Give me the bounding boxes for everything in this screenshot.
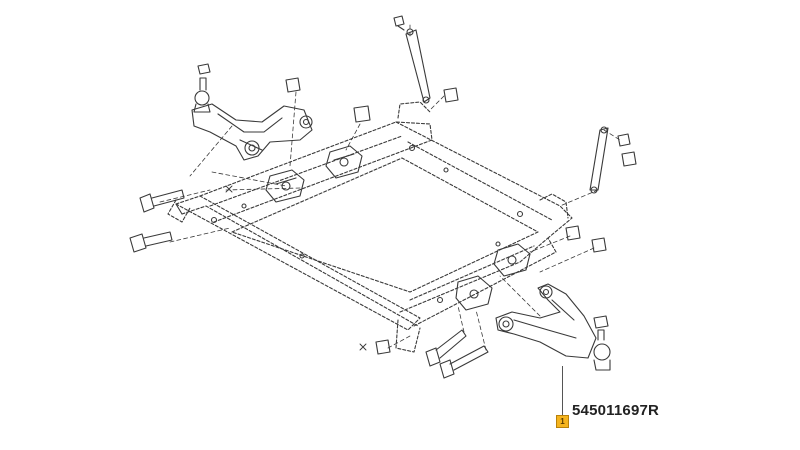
assembly-guide-lines [159,21,621,351]
bushing-bracket-front-left [265,169,305,203]
bolt-front-1 [139,189,185,213]
callout-leader-line [562,366,563,415]
part-number-label: 545011697R [572,402,660,419]
bushing-bracket-rear-right [493,243,531,277]
nut-group [285,77,637,355]
subframe [167,101,573,353]
bushing-bracket-front-right [325,145,363,179]
callout-marker-1[interactable]: 1 [556,415,569,428]
control-arm-left [191,103,313,161]
bushing-bracket-rear-left [455,275,493,311]
ball-joint-right [593,315,611,371]
marker-icons [225,185,367,351]
bolt-rear-2 [439,345,489,379]
ball-joint-left [193,63,211,113]
bolt-rear-1 [425,329,467,367]
bolt-front-2 [129,231,173,253]
control-arm-right [495,283,597,359]
stabilizer-link-front [393,15,431,104]
stabilizer-link-rear [589,126,609,194]
